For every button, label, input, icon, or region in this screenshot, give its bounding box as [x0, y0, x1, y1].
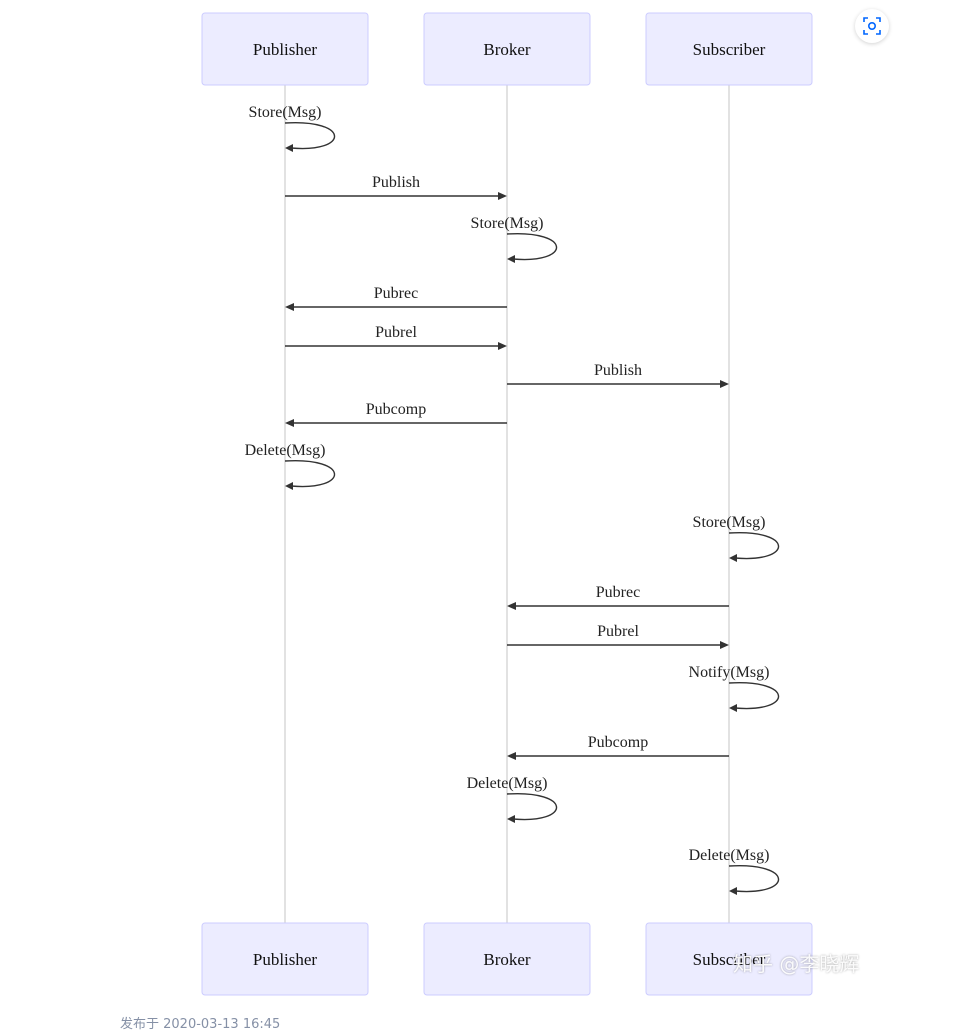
message-label: Pubcomp	[366, 401, 426, 418]
message-5: Pubrel	[285, 324, 507, 350]
message-label: Pubrel	[375, 324, 417, 341]
message-label: Publish	[594, 362, 642, 379]
arrow-head	[729, 554, 737, 562]
arrow-head	[507, 602, 516, 610]
arrow-head	[507, 752, 516, 760]
message-1: Store(Msg)	[249, 104, 336, 152]
message-label: Delete(Msg)	[467, 775, 548, 792]
actor-label-broker-top: Broker	[483, 40, 531, 59]
zoom-button[interactable]	[855, 9, 889, 43]
self-loop-arrow	[728, 532, 780, 560]
message-label: Store(Msg)	[693, 514, 766, 531]
arrow-head	[285, 419, 294, 427]
arrow-head	[285, 144, 293, 152]
actor-label-subscriber-top: Subscriber	[693, 40, 766, 59]
arrow-head	[720, 641, 729, 649]
message-11: Pubrel	[507, 623, 729, 649]
self-loop-arrow	[506, 793, 558, 821]
arrow-head	[285, 303, 294, 311]
actor-box-publisher-top	[201, 12, 369, 86]
zoom-scan-icon	[863, 17, 881, 35]
message-15: Delete(Msg)	[689, 847, 780, 895]
message-9: Store(Msg)	[693, 514, 780, 562]
message-13: Pubcomp	[507, 734, 729, 760]
arrow-head	[720, 380, 729, 388]
message-4: Pubrec	[285, 285, 507, 311]
arrow-head	[285, 482, 293, 490]
actor-label-publisher-bottom: Publisher	[253, 950, 318, 969]
actor-label-publisher-top: Publisher	[253, 40, 318, 59]
lifelines	[284, 85, 730, 923]
arrow-head	[507, 815, 515, 823]
message-label: Pubrel	[597, 623, 639, 640]
messages: Store(Msg)PublishStore(Msg)PubrecPubrelP…	[245, 104, 780, 895]
actors-top: Publisher Broker Subscriber	[201, 12, 813, 86]
message-10: Pubrec	[507, 584, 729, 610]
message-8: Delete(Msg)	[245, 442, 336, 490]
message-label: Pubrec	[596, 584, 640, 601]
self-loop-arrow	[284, 122, 336, 150]
self-loop-arrow	[728, 682, 780, 710]
actor-box-subscriber-bottom	[645, 922, 813, 996]
actor-box-publisher-bottom	[201, 922, 369, 996]
actor-box-subscriber-top	[645, 12, 813, 86]
self-loop-arrow	[728, 865, 780, 893]
message-label: Store(Msg)	[249, 104, 322, 121]
self-loop-arrow	[506, 233, 558, 261]
message-3: Store(Msg)	[471, 215, 558, 263]
actor-box-broker-bottom	[423, 922, 591, 996]
message-12: Notify(Msg)	[689, 664, 780, 712]
actors-bottom: Publisher Broker Subscriber	[201, 922, 813, 996]
message-6: Publish	[507, 362, 729, 388]
arrow-head	[729, 887, 737, 895]
arrow-head	[507, 255, 515, 263]
arrow-head	[729, 704, 737, 712]
message-label: Pubrec	[374, 285, 418, 302]
actor-label-broker-bottom: Broker	[483, 950, 531, 969]
watermark: 知乎 @李晓辉	[733, 952, 860, 976]
message-label: Publish	[372, 174, 420, 191]
message-14: Delete(Msg)	[467, 775, 558, 823]
actor-box-broker-top	[423, 12, 591, 86]
message-7: Pubcomp	[285, 401, 507, 427]
message-label: Delete(Msg)	[689, 847, 770, 864]
arrow-head	[498, 342, 507, 350]
actor-label-subscriber-bottom: Subscriber	[693, 950, 766, 969]
self-loop-arrow	[284, 460, 336, 488]
message-label: Pubcomp	[588, 734, 648, 751]
message-label: Notify(Msg)	[689, 664, 770, 681]
message-label: Store(Msg)	[471, 215, 544, 232]
message-2: Publish	[285, 174, 507, 200]
arrow-head	[498, 192, 507, 200]
message-label: Delete(Msg)	[245, 442, 326, 459]
